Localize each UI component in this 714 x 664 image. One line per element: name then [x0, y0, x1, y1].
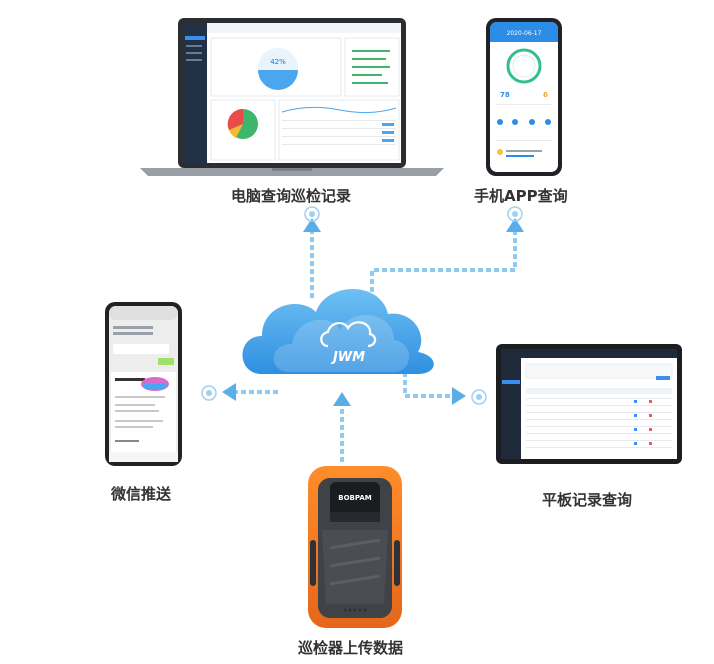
laptop-device: 42%: [140, 18, 444, 176]
signal-icon: [507, 206, 523, 222]
arrow-to-tablet: [403, 372, 466, 405]
patrol-device: BOBPAM: [308, 466, 402, 628]
cloud-icon: JWM: [242, 289, 434, 374]
device-caption: 巡检器上传数据: [298, 639, 404, 657]
device-brand: BOBPAM: [338, 494, 372, 502]
app-caption: 手机APP查询: [474, 187, 568, 205]
signal-icon: [201, 385, 217, 401]
cloud-logo-text: JWM: [330, 350, 365, 365]
wechat-phone-device: [105, 302, 182, 466]
pc-caption: 电脑查询巡检记录: [231, 187, 352, 205]
tablet-caption: 平板记录查询: [542, 491, 633, 509]
arrow-to-wechat: [222, 383, 278, 401]
signal-icon: [304, 206, 320, 222]
gauge-percent: 42%: [270, 58, 286, 66]
tablet-device: [496, 344, 682, 464]
phone-app-device: 2020-06-17 78 6: [486, 18, 562, 176]
app-date: 2020-06-17: [507, 30, 542, 37]
arrow-to-app: [370, 218, 524, 300]
arrow-from-device: [333, 392, 351, 462]
arrow-to-pc: [303, 218, 321, 298]
app-stat-right: 6: [543, 91, 548, 99]
app-stat-left: 78: [500, 91, 510, 99]
signal-icon: [471, 389, 487, 405]
wechat-caption: 微信推送: [111, 485, 172, 503]
